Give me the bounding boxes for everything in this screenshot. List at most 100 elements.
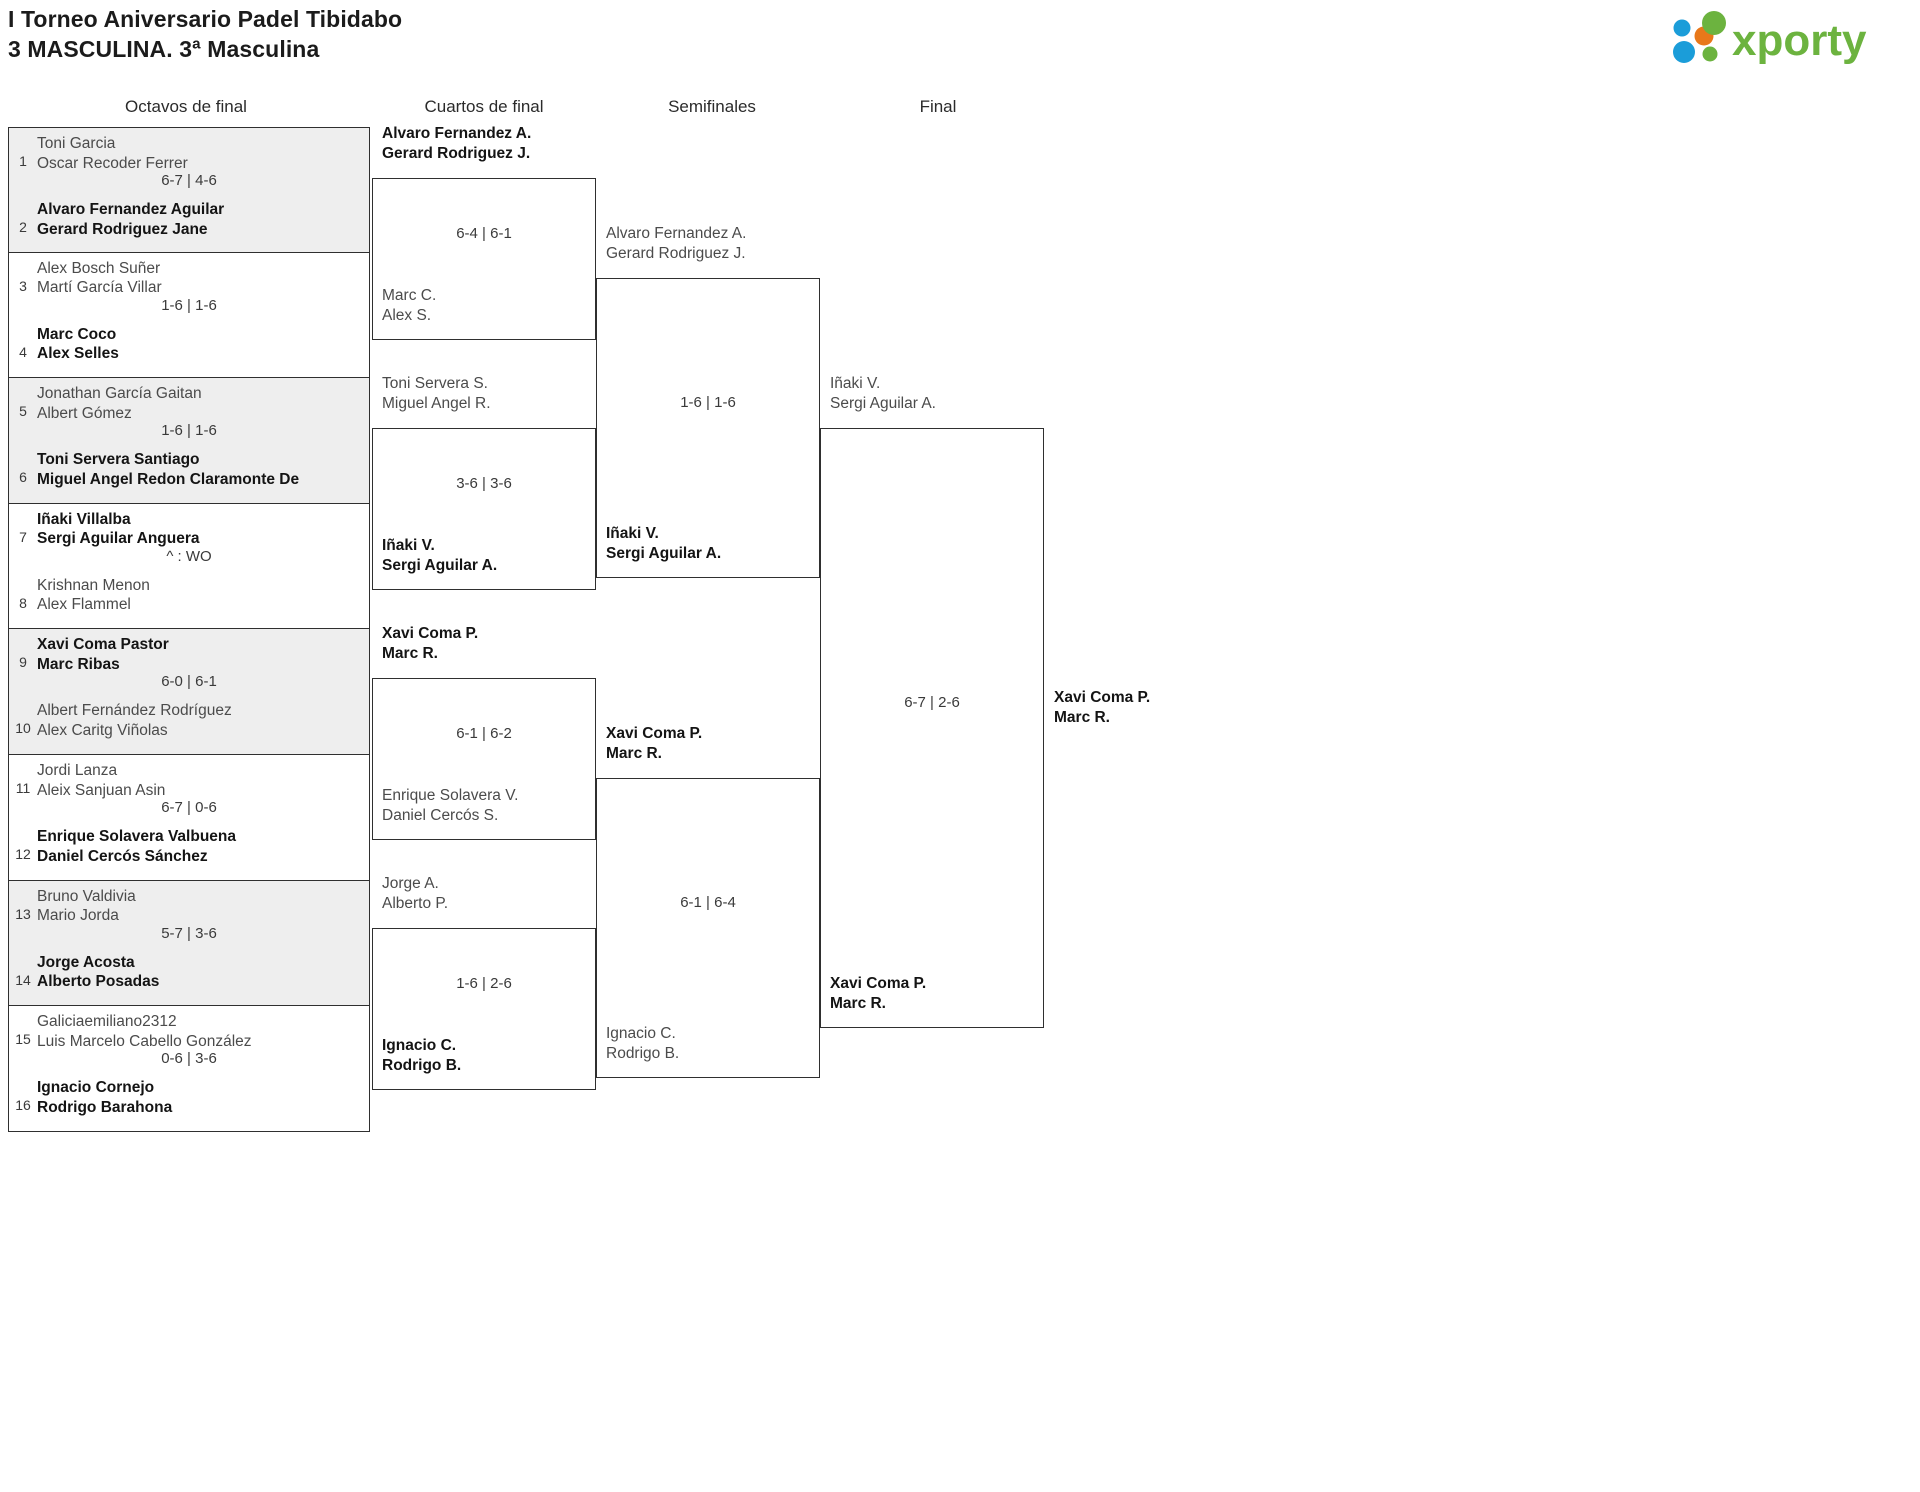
player-name: Marc Coco xyxy=(37,325,117,343)
round2-team-top[interactable]: Alvaro Fernandez A.Gerard Rodriguez J. xyxy=(382,124,531,163)
player-name: Gerard Rodriguez J. xyxy=(382,144,531,162)
player-name: Martí García Villar xyxy=(37,279,162,297)
round3-team-bottom[interactable]: Iñaki V. Sergi Aguilar A. xyxy=(606,524,721,563)
player-name: Daniel Cercós S. xyxy=(382,806,499,824)
player-name: Marc Ribas xyxy=(37,655,120,673)
player-name: Alvaro Fernandez A. xyxy=(606,225,747,242)
player-name: Alberto P. xyxy=(382,894,449,912)
player-name: Marc R. xyxy=(1054,708,1110,726)
champion-label[interactable]: Xavi Coma P.Marc R. xyxy=(1054,688,1150,727)
round2-connector xyxy=(372,428,596,590)
round3-connector xyxy=(596,778,820,1078)
player-name: Ignacio C. xyxy=(606,1025,676,1042)
round2-score: 6-4 | 6-1 xyxy=(456,225,512,242)
player-name: Krishnan Menon xyxy=(37,576,150,594)
player-name: Miguel Angel R. xyxy=(382,394,491,412)
player-name: Jorge Acosta xyxy=(37,953,135,971)
player-name: Daniel Cercós Sánchez xyxy=(37,847,208,865)
match-score: 1-6 | 1-6 xyxy=(161,296,217,314)
seed-number: 15 xyxy=(15,1031,31,1048)
player-name: Iñaki Villalba xyxy=(37,510,131,528)
player-name: Galiciaemiliano2312 xyxy=(37,1013,177,1031)
player-name: Xavi Coma P. xyxy=(830,975,927,992)
tournament-title-line2: 3 MASCULINA. 3ª Masculina xyxy=(8,36,320,62)
seed-number: 12 xyxy=(15,846,31,862)
round2-team-top[interactable]: Jorge A. Alberto P. xyxy=(382,874,448,913)
round4-score: 6-7 | 2-6 xyxy=(904,694,960,711)
player-name: Alex S. xyxy=(382,306,432,324)
player-name: Xavi Coma P. xyxy=(606,725,703,742)
xporty-logo: xporty xyxy=(1666,10,1898,66)
player-name: Rodrigo Barahona xyxy=(37,1098,173,1116)
player-name: Sergi Aguilar A. xyxy=(382,556,498,574)
round2-team-bottom[interactable]: Iñaki V.Sergi Aguilar A. xyxy=(382,536,497,575)
player-name: Alberto Posadas xyxy=(37,973,160,991)
round2-team-bottom[interactable]: Ignacio C.Rodrigo B. xyxy=(382,1036,461,1075)
player-name: Xavi Coma Pastor xyxy=(37,636,169,654)
player-name: Sergi Aguilar A. xyxy=(606,544,722,562)
player-name: Ignacio Cornejo xyxy=(37,1079,155,1097)
round4-team-bottom[interactable]: Xavi Coma P.Marc R. xyxy=(830,974,926,1013)
round2-team-bottom[interactable]: Marc C.Alex S. xyxy=(382,286,436,325)
round3-team-top[interactable]: Xavi Coma P.Marc R. xyxy=(606,724,702,763)
player-name: Albert Fernández Rodríguez xyxy=(37,702,232,720)
match-score: 6-7 | 0-6 xyxy=(161,799,217,816)
seed-number: 2 xyxy=(19,219,27,235)
player-name: Enrique Solavera Valbuena xyxy=(37,828,236,845)
round4-team-top[interactable]: Iñaki V.Sergi Aguilar A. xyxy=(830,374,936,413)
player-name: Iñaki V. xyxy=(606,525,659,542)
round2-team-top[interactable]: Toni Servera S.Miguel Angel R. xyxy=(382,374,491,413)
player-name: Rodrigo B. xyxy=(382,1056,462,1074)
player-name: Alvaro Fernandez Aguilar xyxy=(37,201,225,218)
player-name: Jorge A. xyxy=(382,875,439,892)
seed-number: 13 xyxy=(15,905,31,922)
match-score: 0-6 | 3-6 xyxy=(161,1050,217,1068)
round2-connector xyxy=(372,678,596,840)
round2-team-top[interactable]: Xavi Coma P.Marc R. xyxy=(382,624,478,663)
player-name: Rodrigo B. xyxy=(606,1044,680,1062)
round2-score: 6-1 | 6-2 xyxy=(456,725,512,742)
round3-team-top[interactable]: Alvaro Fernandez A.Gerard Rodriguez J. xyxy=(606,224,746,263)
round2-team-bottom[interactable]: Enrique Solavera V.Daniel Cercós S. xyxy=(382,786,518,825)
seed-number: 14 xyxy=(15,971,31,988)
round-header-octavos: Octavos de final xyxy=(125,97,247,116)
round3-connector xyxy=(596,278,820,578)
player-name: Bruno Valdivia xyxy=(37,887,136,905)
player-name: Jordi Lanza xyxy=(37,762,118,779)
round3-team-bottom[interactable]: Ignacio C. Rodrigo B. xyxy=(606,1024,679,1063)
player-name: Iñaki V. xyxy=(830,375,881,392)
